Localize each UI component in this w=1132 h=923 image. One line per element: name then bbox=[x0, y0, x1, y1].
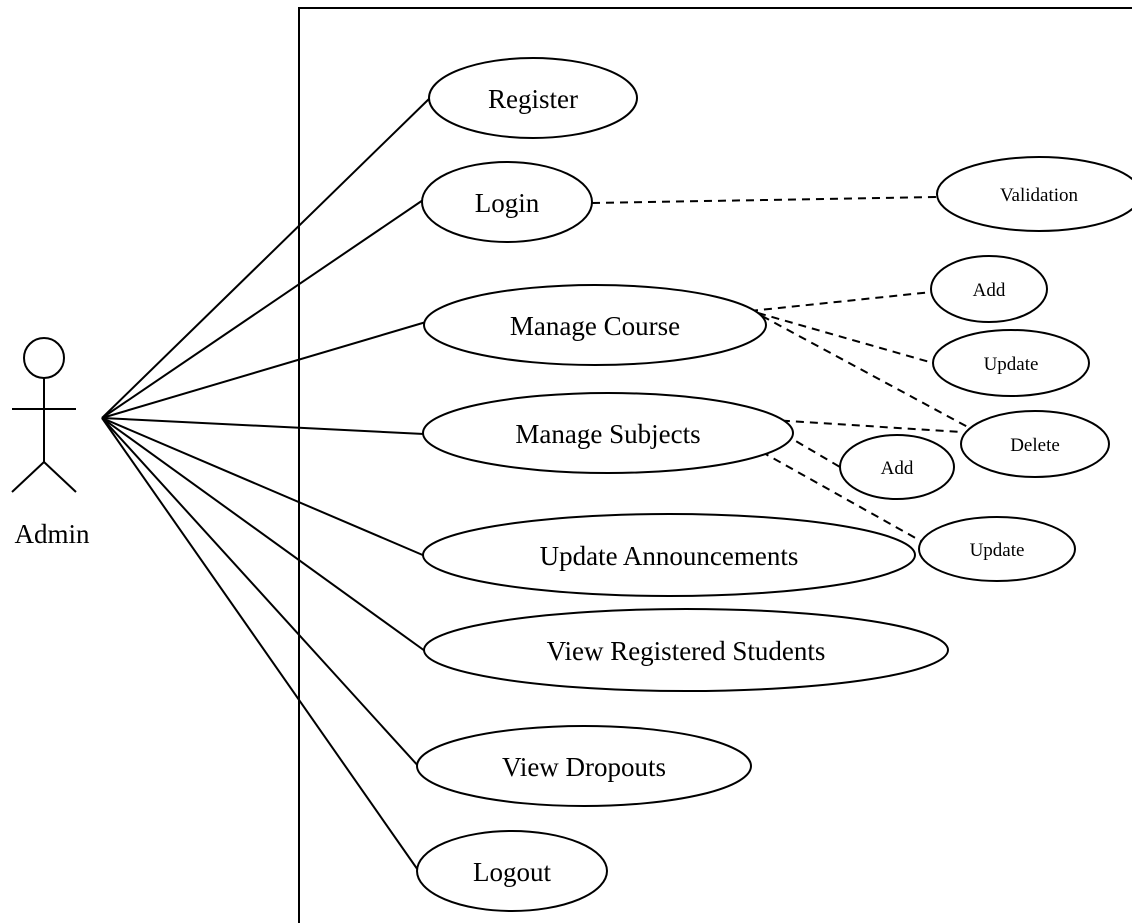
association-logout bbox=[101, 417, 421, 874]
use-case-manage-subjects-label: Manage Subjects bbox=[515, 419, 700, 449]
sub-use-case-course-update: Update bbox=[932, 329, 1090, 397]
sub-use-case-subjects-update-label: Update bbox=[970, 540, 1025, 561]
use-case-login: Login bbox=[421, 161, 593, 243]
sub-use-case-validation: Validation bbox=[936, 156, 1132, 232]
use-case-manage-subjects: Manage Subjects bbox=[422, 392, 794, 474]
use-case-view-dropouts: View Dropouts bbox=[416, 725, 752, 807]
sub-use-case-delete-label: Delete bbox=[1010, 435, 1060, 456]
use-case-view-registered-students: View Registered Students bbox=[423, 608, 949, 692]
sub-use-case-subjects-add: Add bbox=[839, 434, 955, 500]
use-case-view-dropouts-label: View Dropouts bbox=[502, 752, 666, 782]
dashed-subjects-update bbox=[736, 437, 929, 546]
sub-use-case-course-update-label: Update bbox=[984, 354, 1039, 375]
use-case-view-registered-students-label: View Registered Students bbox=[547, 636, 826, 666]
system-boundary bbox=[298, 7, 1132, 923]
sub-use-case-subjects-update: Update bbox=[918, 516, 1076, 582]
association-register bbox=[101, 95, 433, 419]
actor-right-leg bbox=[43, 461, 77, 493]
sub-use-case-course-add-label: Add bbox=[973, 280, 1006, 301]
association-view-dropouts bbox=[101, 417, 421, 769]
sub-use-case-subjects-add-label: Add bbox=[881, 458, 914, 479]
dashed-subjects-delete bbox=[739, 417, 963, 433]
sub-use-case-delete: Delete bbox=[960, 410, 1110, 478]
use-case-update-announcements-label: Update Announcements bbox=[540, 541, 799, 571]
use-case-logout-label: Logout bbox=[473, 857, 551, 887]
dashed-course-update bbox=[757, 312, 934, 364]
actor-left-leg bbox=[11, 461, 45, 493]
dashed-course-add bbox=[749, 291, 933, 312]
association-login bbox=[101, 197, 427, 419]
use-case-manage-course-label: Manage Course bbox=[510, 311, 680, 341]
association-manage-course bbox=[101, 321, 427, 419]
use-case-register: Register bbox=[428, 57, 638, 139]
actor-label: Admin bbox=[14, 519, 90, 549]
use-case-logout: Logout bbox=[416, 830, 608, 912]
actor-head bbox=[23, 337, 65, 379]
sub-use-case-course-add: Add bbox=[930, 255, 1048, 323]
actor-associations bbox=[101, 95, 433, 874]
association-manage-subjects bbox=[101, 417, 425, 435]
use-case-login-label: Login bbox=[475, 188, 540, 218]
sub-use-case-validation-label: Validation bbox=[1000, 185, 1079, 206]
association-view-registered-students bbox=[101, 417, 426, 652]
actor-admin: Admin bbox=[11, 337, 90, 549]
use-case-update-announcements: Update Announcements bbox=[422, 513, 916, 597]
association-update-announcements bbox=[101, 417, 426, 557]
dashed-course-delete bbox=[761, 315, 978, 433]
dashed-login-validation bbox=[591, 196, 939, 204]
use-case-register-label: Register bbox=[488, 84, 578, 114]
use-case-manage-course: Manage Course bbox=[423, 284, 767, 366]
